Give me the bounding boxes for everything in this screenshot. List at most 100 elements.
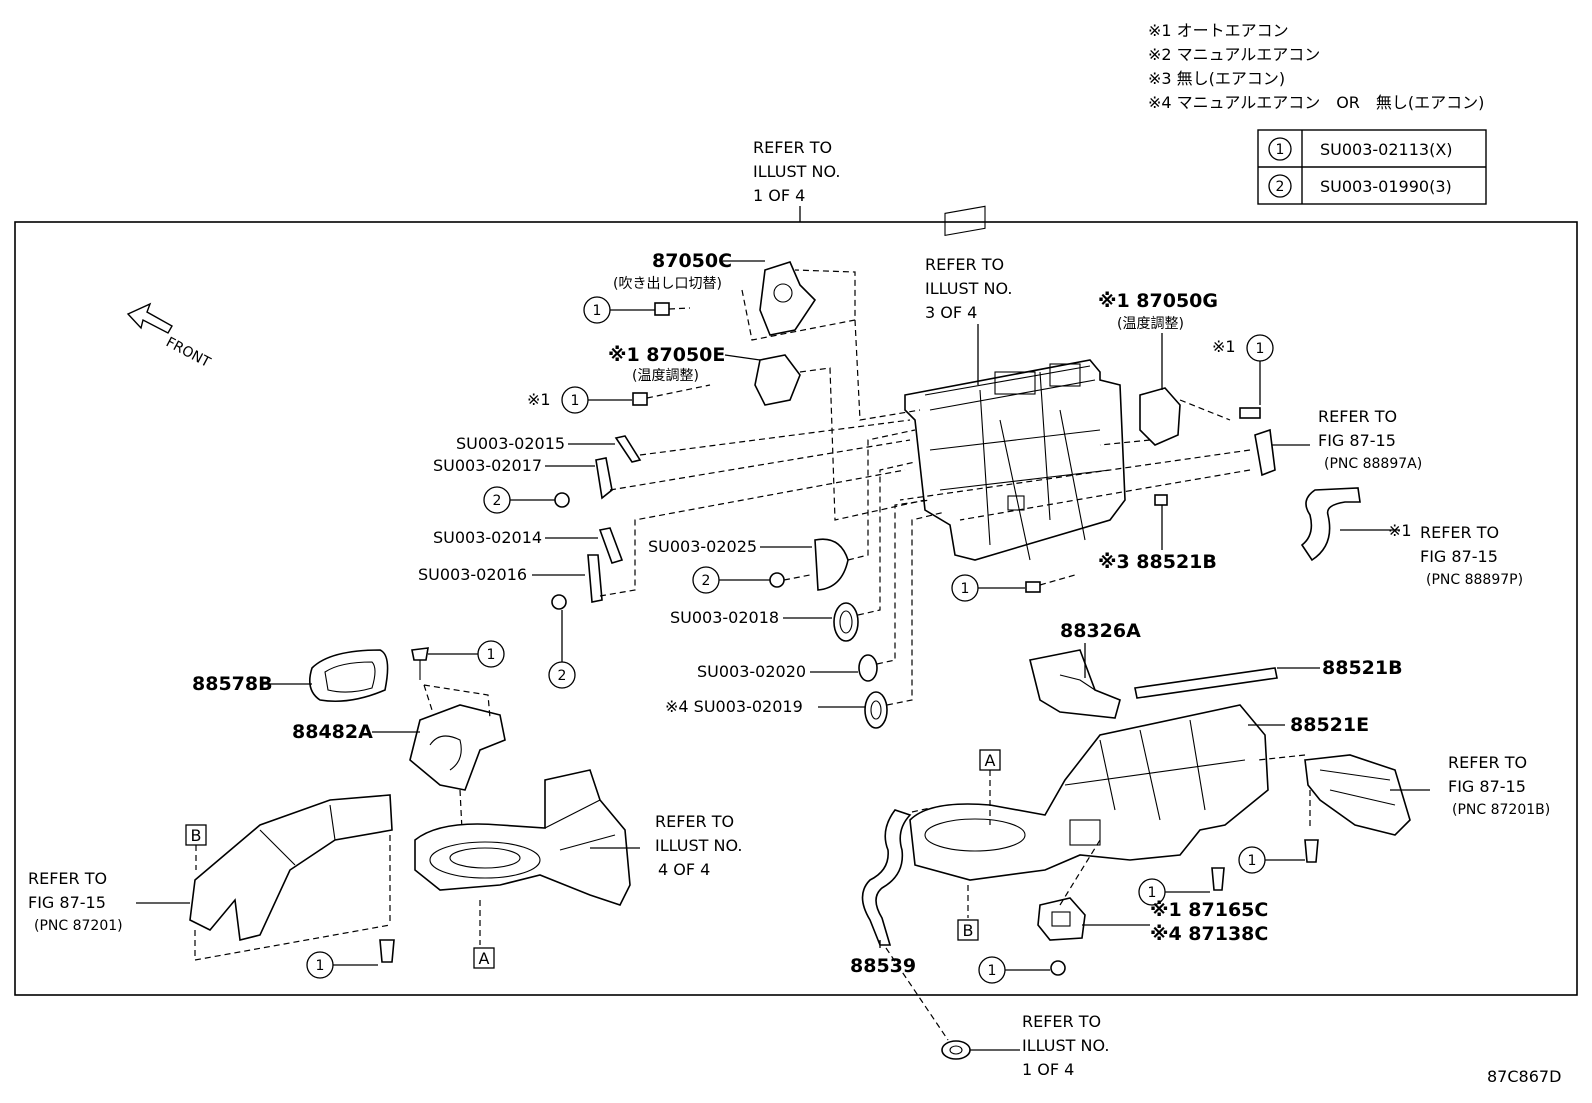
duct-87201: B REFER TO FIG 87-15 (PNC 87201) [28,794,393,961]
svg-text:(PNC 88897P): (PNC 88897P) [1426,572,1523,588]
diagram-frame [14,221,1578,996]
svg-text:SU003-02018: SU003-02018 [670,608,779,627]
label-87138c: ※4 87138C [1150,923,1268,945]
screw-right-a: 1 [1238,839,1319,874]
screw-table: 1 2 SU003-02113(X) SU003-01990(3) [1257,129,1487,205]
svg-text:1: 1 [316,958,325,974]
screw-87050g: ※1 1 [1212,334,1274,419]
svg-text:FIG 87-15: FIG 87-15 [28,893,106,912]
svg-text:FIG 87-15: FIG 87-15 [1448,777,1526,796]
svg-text:1: 1 [1256,341,1265,357]
svg-text:SU003-02016: SU003-02016 [418,565,527,584]
label-88482a: 88482A [292,721,373,743]
svg-text:REFER TO: REFER TO [28,869,107,888]
figure-code: 87C867D [1487,1067,1561,1086]
svg-text:※1: ※1 [1212,337,1236,356]
front-label: FRONT [163,334,213,371]
sensor-87165c: ※1 87165C ※4 87138C [1037,839,1268,945]
hose-88897a: REFER TO FIG 87-15 (PNC 88897A) [899,407,1422,521]
svg-text:B: B [191,826,202,845]
svg-text:2: 2 [493,493,502,509]
svg-text:REFER TO: REFER TO [1420,523,1499,542]
svg-text:2: 2 [558,668,567,684]
svg-text:※4 SU003-02019: ※4 SU003-02019 [665,697,803,716]
svg-text:A: A [479,949,490,968]
svg-text:4 OF 4: 4 OF 4 [658,860,710,879]
table-circle-1 [1268,137,1292,161]
gear-su02019: ※4 SU003-02019 [665,511,946,729]
svg-text:REFER TO: REFER TO [1318,407,1397,426]
label-87050c-sub: (吹き出し口切替) [613,276,722,292]
legend-note-1: ※1 オートエアコン [1148,21,1289,40]
screw-87050e: ※1 1 [527,384,711,414]
table-circle-2 [1268,174,1292,198]
case-88521e: 88521E A B [909,704,1369,941]
seal-88521b-small: ※3 88521B [1098,494,1217,573]
duct-87201b: REFER TO FIG 87-15 (PNC 87201B) [1257,753,1550,836]
screw-top-left: 1 [411,640,505,680]
label-87050g-sub: (温度調整) [1117,316,1184,332]
ref-bottom: REFER TO ILLUST NO. 1 OF 4 [970,1012,1109,1079]
svg-text:FIG 87-15: FIG 87-15 [1318,431,1396,450]
hose-88539: 88539 [850,807,971,1060]
servo-87050g: ※1 87050G (温度調整) [1098,290,1231,446]
legend-notes: ※1 オートエアコン ※2 マニュアルエアコン ※3 無し(エアコン) ※4 マ… [1148,21,1484,112]
svg-text:SU003-02025: SU003-02025 [648,537,757,556]
table-part-1: SU003-02113(X) [1320,140,1453,159]
svg-text:ILLUST NO.: ILLUST NO. [655,836,742,855]
screw-right-b: 1 [1138,867,1225,906]
svg-text:1: 1 [1148,885,1157,901]
svg-text:ILLUST NO.: ILLUST NO. [925,279,1012,298]
svg-text:(PNC 87201B): (PNC 87201B) [1452,802,1550,818]
svg-text:SU003-02017: SU003-02017 [433,456,542,475]
link-su02016: SU003-02016 [418,469,906,603]
svg-text:1: 1 [988,963,997,979]
ref-top: REFER TO ILLUST NO. 1 OF 4 [753,138,840,222]
servo-87050c: 87050C (吹き出し口切替) [613,250,921,421]
legend-note-2: ※2 マニュアルエアコン [1148,45,1320,64]
link-su02014: SU003-02014 [433,527,624,564]
hose-88897p: ※1 REFER TO FIG 87-15 (PNC 88897P) [1300,487,1523,588]
link-su02017: SU003-02017 [433,439,911,500]
label-87050e-sub: (温度調整) [632,368,699,384]
label-88521b-long: 88521B [1322,657,1403,679]
svg-text:1 OF 4: 1 OF 4 [753,186,805,205]
label-88326a: 88326A [1060,620,1141,642]
svg-text:SU003-02014: SU003-02014 [433,528,542,547]
svg-text:1: 1 [571,393,580,409]
blower-case: REFER TO ILLUST NO. 4 OF 4 A [414,769,742,969]
label-87050e: ※1 87050E [608,344,725,366]
svg-text:※1: ※1 [1388,521,1412,540]
svg-text:3 OF 4: 3 OF 4 [925,303,977,322]
screw-87050c: 1 [583,296,691,324]
gear-su02025: SU003-02025 [648,429,916,591]
ref-case: REFER TO ILLUST NO. 3 OF 4 [925,255,1012,385]
label-88578b: 88578B [192,673,273,695]
heater-case [904,205,1126,561]
servo-87050e: ※1 87050E (温度調整) [608,344,926,521]
svg-text:REFER TO: REFER TO [1448,753,1527,772]
screw-2-a: 2 [483,486,570,514]
svg-text:FIG 87-15: FIG 87-15 [1420,547,1498,566]
duct-88326a: 88326A [1029,620,1141,719]
svg-text:1: 1 [593,303,602,319]
gear-su02018: SU003-02018 [670,461,916,642]
svg-text:1: 1 [961,581,970,597]
screw-right-c: 1 [978,956,1066,984]
screw-2-c: 2 [692,566,811,594]
svg-text:SU003-02020: SU003-02020 [697,662,806,681]
filter-88578b: 88578B [192,649,389,703]
front-arrow: FRONT [126,302,213,371]
svg-text:ILLUST NO.: ILLUST NO. [753,162,840,181]
svg-text:REFER TO: REFER TO [753,138,832,157]
svg-text:1 OF 4: 1 OF 4 [1022,1060,1074,1079]
legend-note-4: ※4 マニュアルエアコン OR 無し(エアコン) [1148,93,1484,112]
svg-text:1: 1 [487,647,496,663]
svg-text:B: B [963,921,974,940]
legend-note-3: ※3 無し(エアコン) [1148,69,1285,88]
svg-text:REFER TO: REFER TO [1022,1012,1101,1031]
label-88521b-small: ※3 88521B [1098,551,1217,573]
screw-2-b: 2 [548,594,576,689]
table-part-2: SU003-01990(3) [1320,177,1452,196]
